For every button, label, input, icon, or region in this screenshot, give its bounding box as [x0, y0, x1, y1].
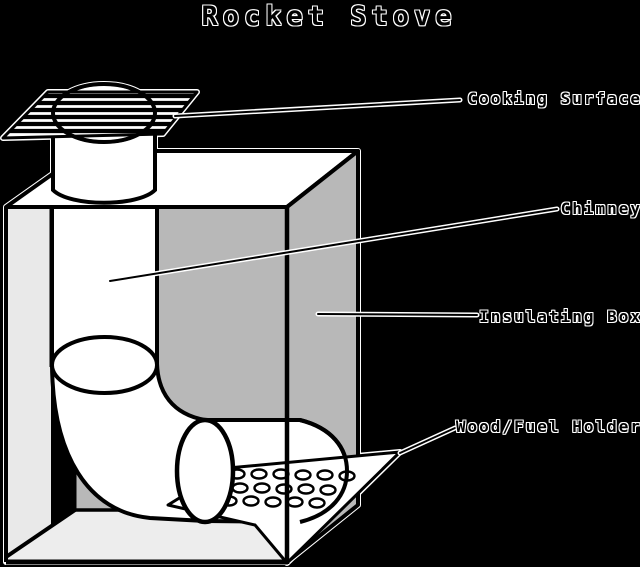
diagram-title: Rocket Stove — [201, 1, 457, 32]
box-left-wall — [6, 207, 51, 562]
label-cooking-surface: Cooking Surface — [467, 89, 640, 108]
leader-line-wood-fuel-holder — [397, 425, 458, 456]
label-chimney: Chimney — [560, 199, 640, 218]
leader-line-insulating-box — [315, 311, 480, 318]
fuel-tube-mouth — [174, 417, 236, 525]
fuel-tube-endcap — [299, 418, 350, 524]
chimney-opening-rim — [51, 82, 157, 144]
leader-line-cooking-surface — [172, 97, 463, 119]
label-insulating-box: Insulating Box — [479, 307, 640, 326]
leader-line-chimney — [107, 206, 560, 284]
label-wood-fuel-holder: Wood/Fuel Holder — [455, 417, 640, 436]
box-front-edges — [4, 205, 290, 565]
pipe-bend-opening — [50, 335, 159, 395]
